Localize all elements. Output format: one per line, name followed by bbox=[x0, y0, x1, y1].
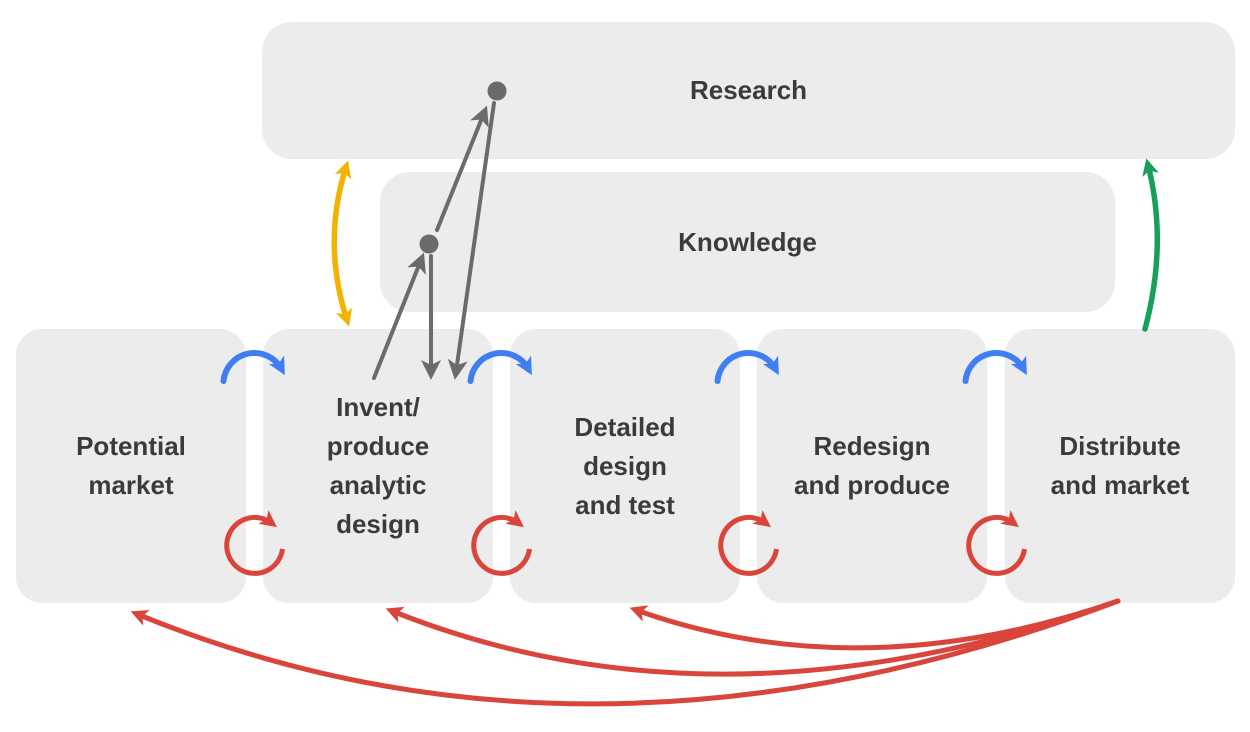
feedback-arrow-distribute-to-detailed-design bbox=[629, 598, 1121, 651]
feedback-arrow-distribute-to-invent bbox=[385, 598, 1121, 677]
research-label: Research bbox=[689, 75, 808, 105]
box-detailed-design-and-test: Detailed design and test bbox=[510, 329, 740, 603]
box-potential-market: Potential market bbox=[16, 329, 246, 603]
box-knowledge: Knowledge bbox=[380, 172, 1115, 312]
detailed-design-and-test-label: Detailed design and test bbox=[574, 411, 676, 520]
knowledge-label: Knowledge bbox=[678, 226, 817, 257]
box-invent-produce-analytic-design: Invent/ produce analytic design bbox=[263, 329, 493, 603]
box-research: Research bbox=[262, 22, 1235, 159]
yellow-bidirectional-arrow bbox=[331, 160, 352, 327]
potential-market-label: Potential market bbox=[76, 431, 186, 500]
box-distribute-and-market: Distribute and market bbox=[1005, 329, 1235, 603]
distribute-and-market-label: Distribute and market bbox=[1050, 431, 1190, 500]
green-arrow-distribute-to-research bbox=[1142, 158, 1161, 332]
feedback-arrow-distribute-to-potential-market bbox=[130, 598, 1121, 707]
invent-produce-analytic-design-label: Invent/ produce analytic design bbox=[326, 392, 430, 539]
redesign-and-produce-label: Redesign and produce bbox=[793, 431, 950, 500]
box-redesign-and-produce: Redesign and produce bbox=[757, 329, 987, 603]
